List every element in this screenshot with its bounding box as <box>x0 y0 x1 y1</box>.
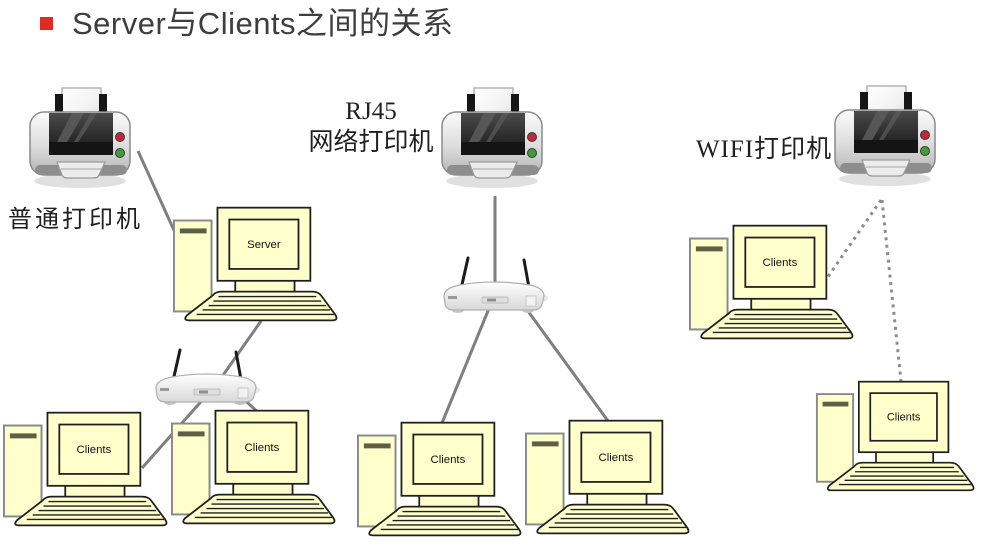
printer-glyph <box>30 88 130 188</box>
wifi-printer-icon <box>830 83 940 193</box>
computer-screen-label: Clients <box>599 452 634 464</box>
slide-title: Server与Clients之间的关系 <box>72 6 454 41</box>
computer-client-left-1: Clients <box>2 409 170 529</box>
router-glyph <box>156 350 260 405</box>
computer-screen-label: Clients <box>77 444 112 456</box>
printer-glyph <box>835 86 935 186</box>
rj45-printer-label: RJ45 网络打印机 <box>296 96 446 158</box>
computer-screen-label: Clients <box>431 454 466 466</box>
computer-client-mid-1: Clients <box>356 419 524 539</box>
computer-client-right-2: Clients <box>815 378 977 494</box>
computer-screen-label: Clients <box>245 442 280 454</box>
computer-client-right-1: Clients <box>688 222 856 342</box>
router-1-icon <box>150 344 265 410</box>
computer-screen-label: Server <box>247 239 281 251</box>
computer-glyph <box>690 226 853 339</box>
router-glyph <box>444 258 548 313</box>
computer-glyph <box>174 208 337 321</box>
computer-client-mid-2: Clients <box>524 417 692 537</box>
computer-glyph <box>526 421 689 534</box>
ordinary-printer-icon <box>25 85 135 195</box>
computer-glyph <box>4 413 167 526</box>
computer-glyph <box>817 382 974 491</box>
rj45-label-line1: RJ45 <box>345 98 397 125</box>
printer-glyph <box>442 88 542 188</box>
computer-screen-label: Clients <box>763 257 798 269</box>
router-2-icon <box>438 252 553 318</box>
rj45-label-line2: 网络打印机 <box>308 129 434 156</box>
wifi-link-printer-to-client-right-2 <box>880 199 903 382</box>
cable-server-to-router-1 <box>217 320 263 382</box>
title-bullet-icon <box>40 17 53 30</box>
rj45-printer-icon <box>437 85 547 195</box>
cable-router-2-to-client-mid-1 <box>440 305 492 424</box>
computer-screen-label: Clients <box>887 412 921 424</box>
computer-client-left-2: Clients <box>170 407 338 527</box>
wifi-printer-label: WIFI打印机 <box>696 136 833 163</box>
ordinary-printer-label: 普通打印机 <box>8 207 143 233</box>
computer-glyph <box>358 423 521 536</box>
computer-server: Server <box>172 204 340 324</box>
slide-title-row: Server与Clients之间的关系 <box>40 4 454 44</box>
wifi-link-printer-to-client-right-1 <box>823 199 883 282</box>
computer-glyph <box>172 411 335 524</box>
cable-router-2-to-client-mid-2 <box>523 306 610 422</box>
